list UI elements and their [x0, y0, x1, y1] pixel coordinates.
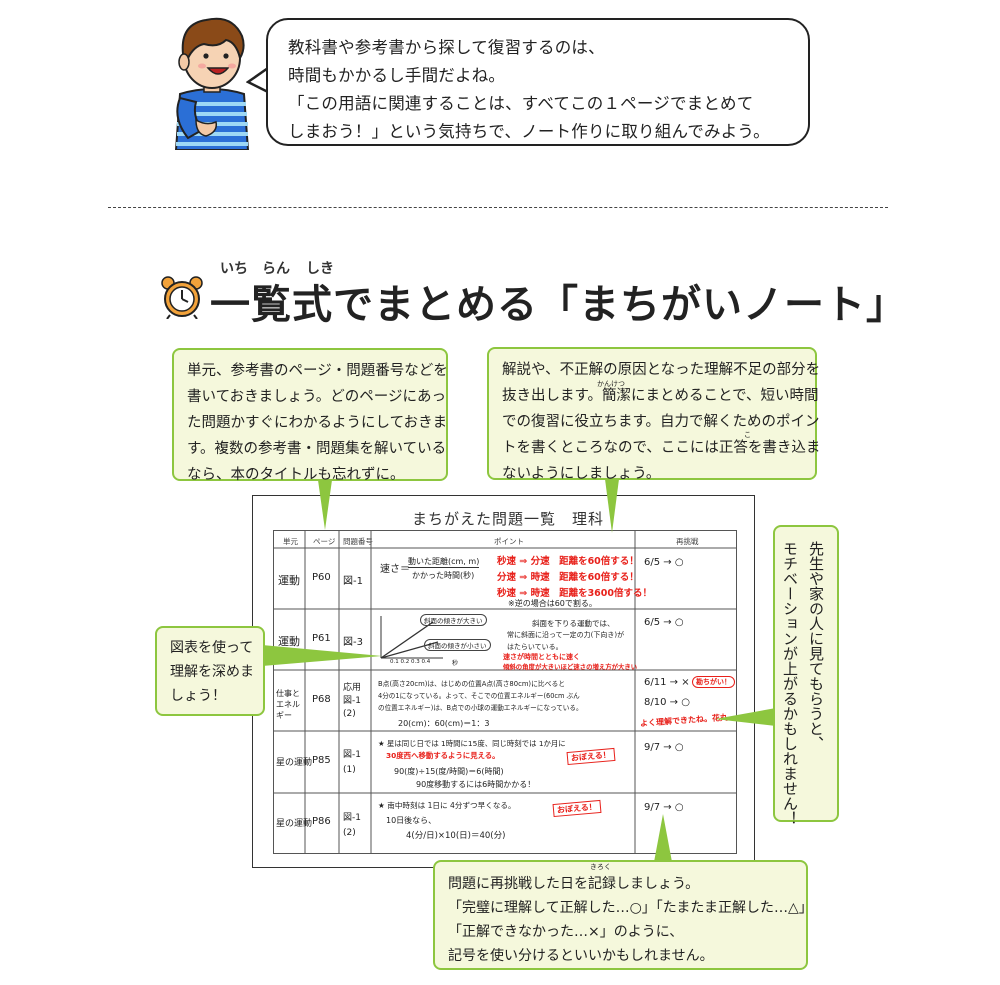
- point-text: 10日後なら、: [386, 816, 437, 825]
- page-title: 一覧式でまとめる「まちがいノート」: [210, 282, 907, 328]
- title-ruby: しき: [306, 261, 334, 277]
- graph-axis: 0.1 0.2 0.3 0.4: [390, 659, 431, 665]
- callout-line: 書いておきましょう。どのページにあっ: [187, 389, 446, 405]
- speech-line: 時間もかかるし手間だよね。: [288, 66, 506, 85]
- speech-line: 教科書や参考書から探して復習するのは、: [288, 38, 605, 57]
- point-text: ★ 南中時刻は 1日に 4分ずつ早くなる。: [378, 801, 516, 810]
- point-red-text: 秒速 ⇒ 分速 距離を60倍する！: [497, 556, 639, 567]
- graph-label: 斜面の傾きが大きい: [420, 614, 487, 626]
- point-red-text: 分速 ⇒ 時速 距離を60倍する！: [497, 572, 639, 583]
- graph-axis-unit: 秒: [452, 660, 459, 667]
- callout-line: 「完璧に理解して正解した…○」「たまたま正解した…△」: [448, 900, 813, 916]
- boy-character: [174, 17, 250, 150]
- point-note: ※逆の場合は60で割る。: [508, 599, 597, 608]
- point-red-text: 30度西へ移動するように見える。: [386, 751, 500, 760]
- row-page: P85: [312, 755, 331, 766]
- note-table-grid: [273, 530, 737, 854]
- row-page: P61: [312, 633, 331, 644]
- speech-bubble-tail: [246, 66, 269, 94]
- title-ruby: らん: [262, 261, 290, 277]
- header-number: 問題番号: [343, 537, 373, 546]
- point-text: はたらいている。: [507, 643, 563, 651]
- row-number: 図-1 (1): [343, 750, 361, 775]
- callout-line: ないようにしましょう。: [502, 466, 661, 482]
- callout-line: モチベーションが上がるかもしれません！: [781, 541, 799, 826]
- point-text: 20(cm)：60(cm)＝1：3: [398, 719, 490, 728]
- row-number: 図-1 (2): [343, 813, 361, 838]
- callout-point: 解説や、不正解の原因となった理解不足の部分を 抜き出します。簡潔にまとめることで…: [487, 347, 821, 482]
- callout-line: 理解を深めま: [170, 664, 254, 680]
- callout-unit: 単元、参考書のページ・問題番号などを 書いておきましょう。どのページにあっ た問…: [172, 348, 448, 483]
- point-text: 4(分/日)×10(日)＝40(分): [406, 831, 506, 841]
- point-text: 90(度)÷15(度/時間)＝6(時間): [394, 767, 504, 776]
- row-number: 図-3: [343, 637, 363, 648]
- point-text: の位置エネルギー)は、B点での小球の運動エネルギーになっている。: [378, 704, 583, 712]
- callout-line: トを書くところなので、ここには正答を書き込ま: [502, 440, 821, 456]
- point-red-text: 速さが時間とともに速く: [503, 653, 580, 661]
- point-red-text: 秒速 ⇒ 時速 距離を3600倍する！: [497, 588, 653, 599]
- row-number: 応用 図-1 (2): [343, 683, 362, 719]
- callout-line: 記号を使い分けるといいかもしれません。: [448, 948, 714, 964]
- retry-date: 9/7 → ○: [644, 802, 684, 813]
- callout-line: 単元、参考書のページ・問題番号などを: [187, 363, 448, 379]
- point-ruby: かんけつ: [597, 380, 625, 388]
- header-page: ページ: [313, 537, 336, 546]
- retry-date: 8/10 → ○: [644, 697, 690, 708]
- callout-line: なら、本のタイトルも忘れずに。: [187, 467, 405, 483]
- row-number: 図-1: [343, 576, 363, 587]
- callout-line: 「正解できなかった…×」のように、: [448, 924, 684, 940]
- row-page: P68: [312, 694, 331, 705]
- retry-date: 6/5 → ○: [644, 557, 684, 568]
- formula-numerator: 動いた距離(cm, m): [408, 557, 480, 568]
- callout-record: 問題に再挑戦した日を記録しましょう。 「完璧に理解して正解した…○」「たまたま正…: [433, 860, 813, 970]
- badge-mistake: 勘ちがい！: [692, 676, 735, 688]
- callout-line: 抜き出します。簡潔にまとめることで、短い時間: [502, 388, 819, 404]
- sheet-title: まちがえた問題一覧 理科: [412, 510, 605, 528]
- point-text: B点(高さ20cm)は、はじめの位置A点(高さ80cm)に比べると: [378, 680, 566, 688]
- formula-denominator: かかった時間(秒): [412, 571, 475, 580]
- point-text: 90度移動するには6時間かかる！: [416, 780, 536, 789]
- header-retry: 再挑戦: [676, 537, 699, 546]
- callout-line: 問題に再挑戦した日を記録しましょう。: [448, 876, 700, 892]
- row-unit: 運動: [278, 574, 300, 587]
- point-text: 4分の1になっている。よって、そこでの位置エネルギー(60cm ぶん: [378, 692, 580, 700]
- formula-label: 速さ＝: [380, 564, 410, 575]
- callout-line: た問題かすぐにわかるようにしておきま: [187, 415, 448, 431]
- row-unit: 星の運動: [276, 758, 313, 768]
- row-unit: 仕事とエネルギー: [276, 689, 300, 720]
- retry-date: 9/7 → ○: [644, 742, 684, 753]
- retry-date: 6/11 → ×: [644, 677, 690, 688]
- point-red-text: 傾斜の角度が大きいほど速さの増え方が大きい: [503, 663, 638, 671]
- alarm-clock-icon: [161, 276, 203, 319]
- row-page: P60: [312, 572, 331, 583]
- row-unit: 星の運動: [276, 819, 313, 829]
- point-text: 常に斜面に沿って一定の力(下向き)が: [507, 631, 625, 639]
- speech-line: しまおう！」という気持ちで、ノート作りに取り組んでみよう。: [288, 122, 770, 141]
- callout-line: 解説や、不正解の原因となった理解不足の部分を: [502, 362, 821, 378]
- speech-bubble: 教科書や参考書から探して復習するのは、 時間もかかるし手間だよね。 「この用語に…: [266, 18, 810, 146]
- velocity-graph: [380, 616, 443, 659]
- callout-teacher: 先生や家の人に見てもらうと、 モチベーションが上がるかもしれません！: [773, 525, 839, 826]
- header-unit: 単元: [283, 537, 298, 546]
- point-text: ★ 星は同じ日では 1時間に15度、同じ時刻では 1か月に: [378, 739, 566, 748]
- callout-line: しょう！: [170, 688, 226, 704]
- row-unit: 運動: [278, 635, 300, 648]
- callout-line: 先生や家の人に見てもらうと、: [807, 541, 825, 751]
- graph-label: 斜面の傾きが小さい: [424, 639, 491, 651]
- section-divider: [108, 207, 888, 208]
- row-page: P86: [312, 816, 331, 827]
- callout-line: での復習に役立ちます。自力で解くためのポイン: [502, 414, 820, 430]
- point-ruby: こ: [744, 431, 751, 439]
- point-text: 斜面を下りる運動では、: [532, 619, 615, 628]
- note-sheet: [252, 495, 755, 868]
- record-ruby: きろく: [590, 863, 611, 871]
- callout-line: 図表を使って: [170, 640, 254, 656]
- title-ruby: いち: [220, 261, 248, 277]
- header-point: ポイント: [494, 537, 524, 546]
- speech-line: 「この用語に関連することは、すべてこの１ページでまとめて: [288, 94, 754, 113]
- callout-line: す。複数の参考書・問題集を解いている: [187, 441, 447, 457]
- retry-date: 6/5 → ○: [644, 617, 684, 628]
- callout-diagram: 図表を使って 理解を深めま しょう！: [155, 626, 265, 716]
